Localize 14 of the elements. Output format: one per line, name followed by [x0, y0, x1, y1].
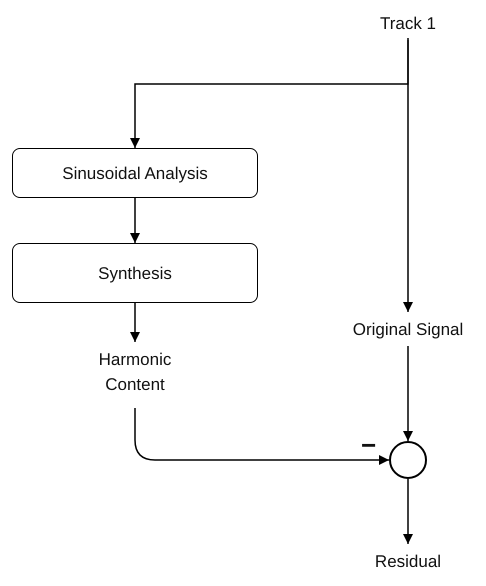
process-box: Sinusoidal Analysis: [12, 148, 258, 198]
process-box: Synthesis: [12, 243, 258, 303]
signal-label: Track 1: [358, 10, 458, 36]
arrow: [403, 479, 413, 544]
signal-label: Harmonic Content: [75, 346, 195, 398]
minus-sign: −: [361, 432, 376, 458]
signal-label: Residual: [368, 548, 448, 574]
signal-label: Original Signal: [328, 316, 486, 342]
arrow: [130, 303, 140, 342]
arrow: [130, 38, 409, 148]
arrow: [403, 40, 413, 312]
arrow: [134, 408, 389, 465]
arrow: [130, 198, 140, 243]
arrow: [403, 346, 413, 441]
